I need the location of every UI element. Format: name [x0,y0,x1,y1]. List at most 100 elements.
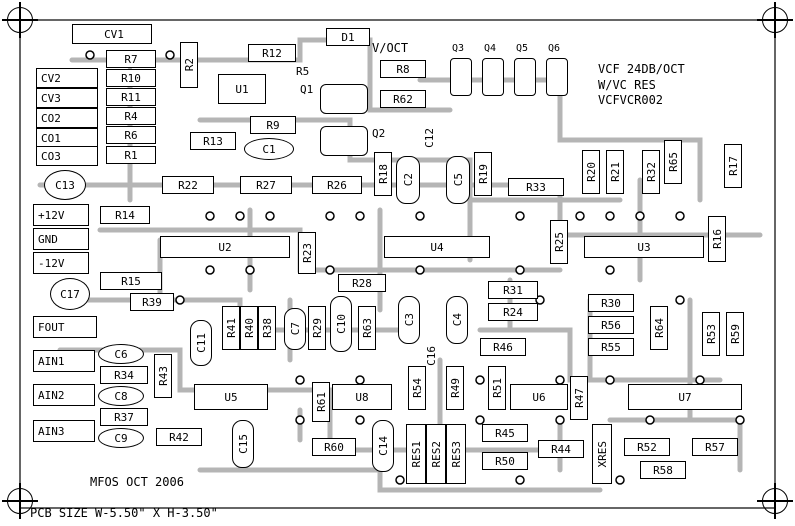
resistor-r60: R60 [312,438,356,456]
connector-cv2: CV2 [36,68,98,88]
capacitor-c12-label: C12 [423,128,436,148]
resistor-r25: R25 [550,220,568,264]
resistor-r57: R57 [692,438,738,456]
connector-cv1: CV1 [72,24,152,44]
resistor-r62: R62 [380,90,426,108]
transistor-q5 [514,58,536,96]
resistor-r63: R63 [358,306,376,350]
capacitor-c6: C6 [98,344,144,364]
resistor-r19: R19 [474,152,492,196]
resistor-r32: R32 [642,150,660,194]
resistor-r49: R49 [446,366,464,410]
resistor-r45: R45 [482,424,528,442]
transistor-q2 [320,126,368,156]
resistor-r18: R18 [374,152,392,196]
resistor-r27: R27 [240,176,292,194]
capacitor-c10: C10 [330,296,352,352]
resistor-r2: R2 [180,42,198,88]
resistor-r6: R6 [106,126,156,144]
chip-u4: U4 [384,236,490,258]
board-title-line1: VCF 24DB/OCT [598,62,685,76]
resistor-r13: R13 [190,132,236,150]
capacitor-c4: C4 [446,296,468,344]
resistor-r55: R55 [588,338,634,356]
resistor-r4: R4 [106,107,156,125]
resistor-r56: R56 [588,316,634,334]
transistor-q5-label: Q5 [516,43,529,54]
mount-hole-tl [2,2,38,38]
resistor-r28: R28 [338,274,386,292]
chip-u7: U7 [628,384,742,410]
chip-u8: U8 [332,384,392,410]
resistor-res3: RES3 [446,424,466,484]
resistor-r59: R59 [726,312,744,356]
transistor-q3-label: Q3 [452,43,465,54]
capacitor-c8: C8 [98,386,144,406]
mount-hole-tr [757,2,793,38]
mount-hole-br [757,483,793,519]
resistor-r33: R33 [508,178,564,196]
diode-d1: D1 [326,28,370,46]
pcb-size-text: PCB SIZE W-5.50" X H-3.50" [30,506,218,520]
transistor-q1-label: Q1 [300,83,314,96]
transistor-q2-label: Q2 [372,127,386,140]
resistor-r65: R65 [664,140,682,184]
resistor-r34: R34 [100,366,148,384]
resistor-r9: R9 [250,116,296,134]
resistor-r31: R31 [488,281,538,299]
resistor-r1: R1 [106,146,156,164]
resistor-r41: R41 [222,306,240,350]
capacitor-c17: C17 [50,278,90,310]
capacitor-c1: C1 [244,138,294,160]
resistor-r50: R50 [482,452,528,470]
connector-co3: CO3 [36,146,98,166]
resistor-r44: R44 [538,440,584,458]
resistor-r43: R43 [154,354,172,398]
capacitor-c13: C13 [44,170,86,200]
resistor-r52: R52 [624,438,670,456]
resistor-r5-label: R5 [296,65,310,78]
resistor-r12: R12 [248,44,296,62]
resistor-r61: R61 [312,382,330,422]
v-oct-label: V/OCT [372,41,409,55]
credit-text: MFOS OCT 2006 [90,475,184,489]
capacitor-c2: C2 [396,156,420,204]
resistor-r30: R30 [588,294,634,312]
chip-u2: U2 [160,236,290,258]
resistor-r54: R54 [408,366,426,410]
resistor-r39: R39 [130,293,174,311]
capacitor-c16-label: C16 [425,346,438,366]
resistor-r15: R15 [100,272,162,290]
connector-minus12v: -12V [33,252,89,274]
capacitor-c9: C9 [98,428,144,448]
board-title-line2: W/VC RES [598,78,656,92]
chip-u1: U1 [218,74,266,104]
resistor-res1: RES1 [406,424,426,484]
resistor-r8: R8 [380,60,426,78]
transistor-q6 [546,58,568,96]
resistor-xres: XRES [592,424,612,484]
connector-plus12v: +12V [33,204,89,226]
resistor-r26: R26 [312,176,362,194]
connector-gnd: GND [33,228,89,250]
connector-ain3: AIN3 [33,420,95,442]
chip-u3: U3 [584,236,704,258]
chip-u5: U5 [194,384,268,410]
resistor-r21: R21 [606,150,624,194]
capacitor-c15: C15 [232,420,254,468]
capacitor-c3: C3 [398,296,420,344]
resistor-r20: R20 [582,150,600,194]
capacitor-c11: C11 [190,320,212,366]
capacitor-c5: C5 [446,156,470,204]
transistor-q4 [482,58,504,96]
connector-ain1: AIN1 [33,350,95,372]
resistor-r24: R24 [488,303,538,321]
resistor-r51: R51 [488,366,506,410]
transistor-q3 [450,58,472,96]
resistor-r22: R22 [162,176,214,194]
resistor-r17: R17 [724,144,742,188]
resistor-r16: R16 [708,216,726,262]
resistor-r58: R58 [640,461,686,479]
resistor-res2: RES2 [426,424,446,484]
resistor-r14: R14 [100,206,150,224]
